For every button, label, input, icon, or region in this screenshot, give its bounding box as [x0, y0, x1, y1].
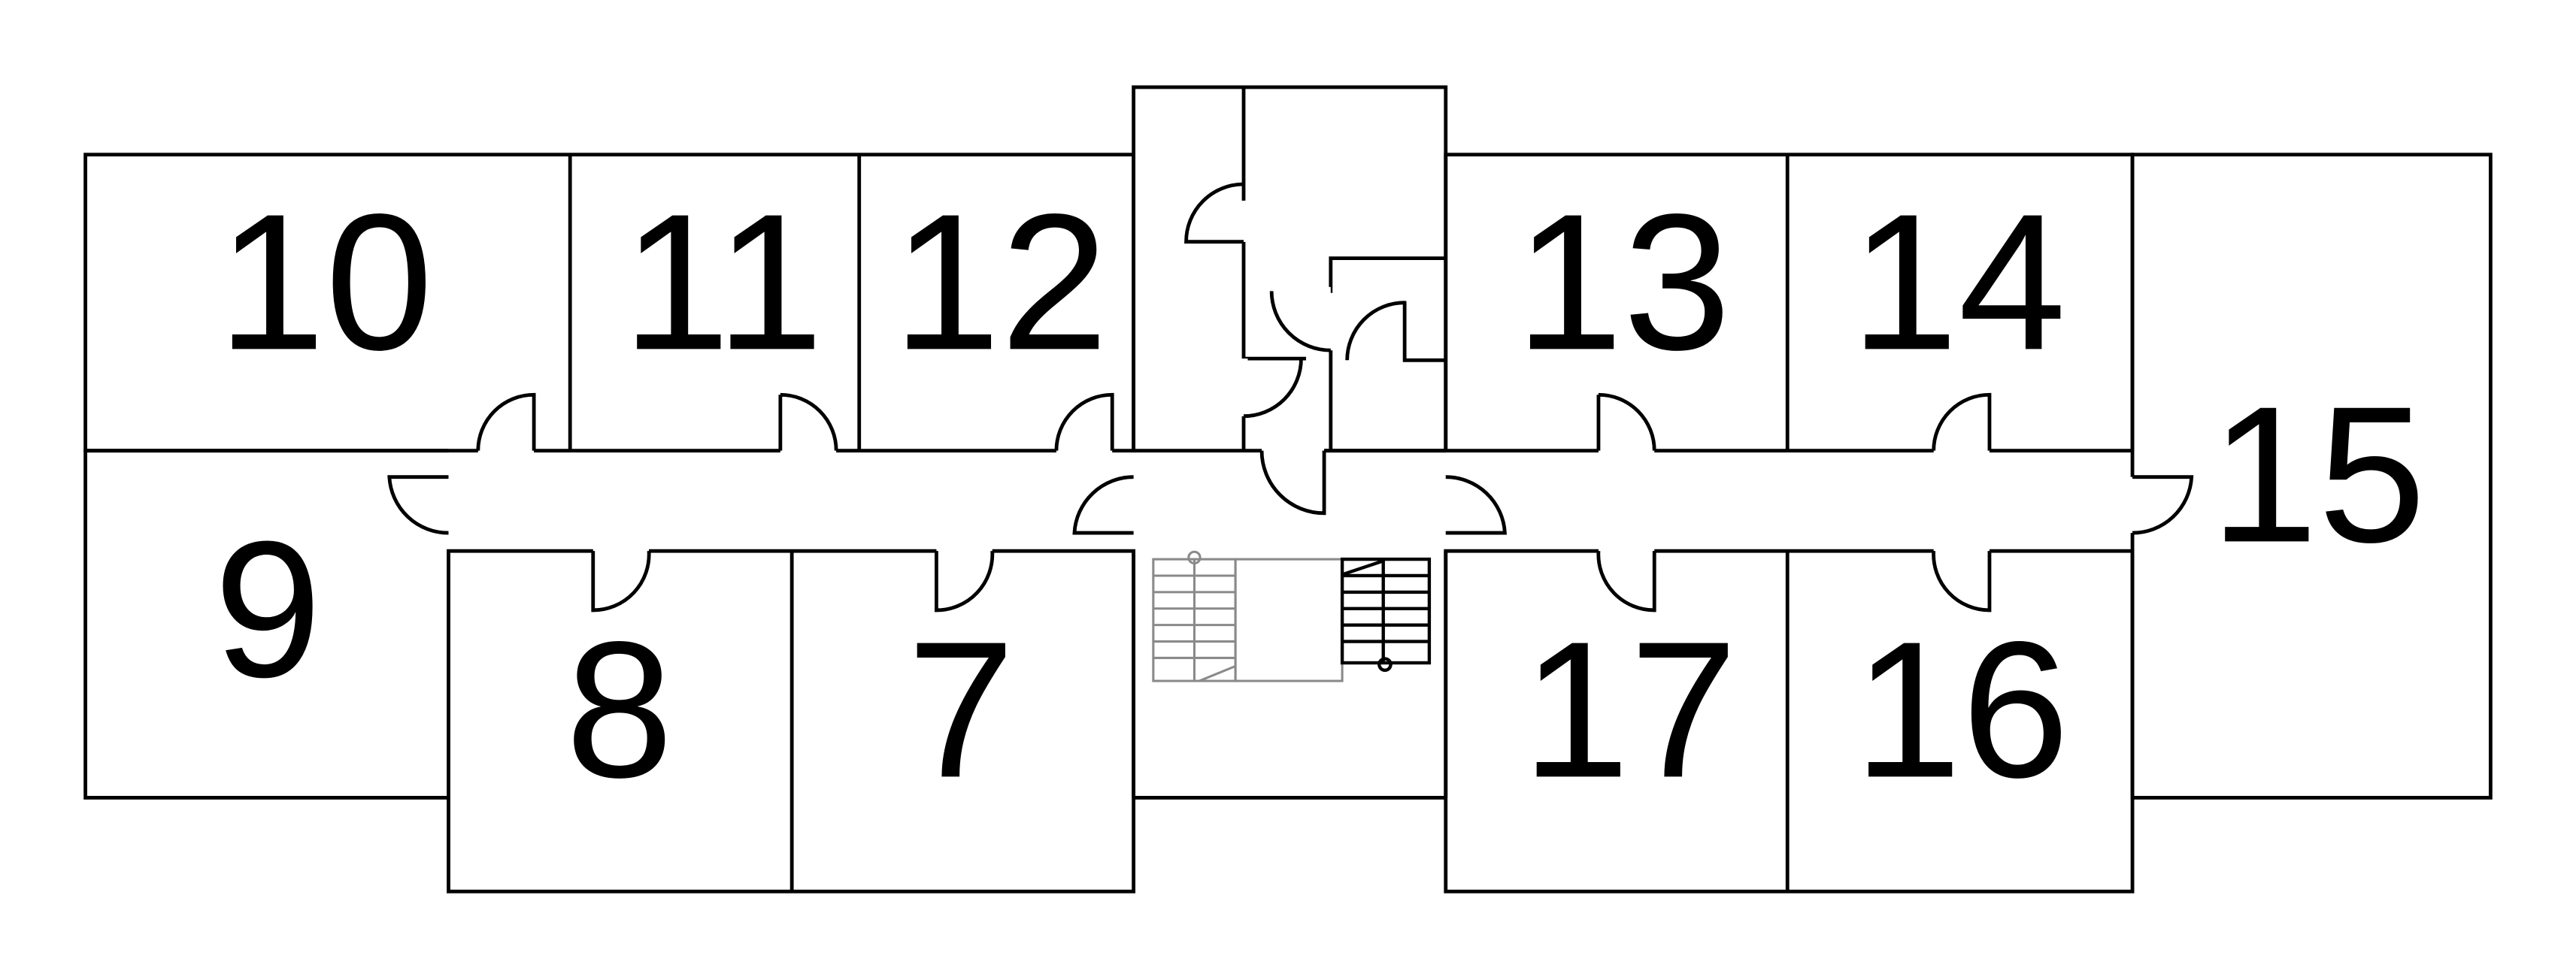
door-room-9	[387, 475, 449, 535]
door-room-14	[1932, 392, 1992, 451]
door-room-15	[2132, 475, 2194, 535]
room-17-label: 17	[1522, 600, 1738, 818]
door-room-13	[1596, 392, 1656, 451]
door-room-12	[1054, 392, 1114, 451]
room-11-label: 11	[623, 173, 824, 390]
room-13-label: 13	[1515, 173, 1731, 390]
door-core-east	[1445, 475, 1507, 535]
door-room-16	[1932, 551, 1992, 613]
room-12-label: 12	[893, 173, 1108, 390]
door-room-17	[1596, 551, 1656, 613]
door-core-4	[1345, 301, 1405, 361]
door-core-3	[1269, 291, 1331, 352]
room-labels: 10 11 12 13 14 15 9 8 7 17 16	[214, 173, 2426, 818]
doors	[387, 182, 2194, 613]
room-15-label: 15	[2211, 365, 2426, 582]
door-room-8	[591, 551, 651, 613]
door-room-11	[778, 392, 838, 451]
door-room-7	[935, 551, 995, 613]
door-core-2	[1244, 358, 1303, 419]
door-core-north	[1259, 450, 1326, 516]
room-10-label: 10	[217, 173, 433, 390]
room-16-label: 16	[1853, 600, 2069, 818]
door-core-1	[1184, 182, 1244, 244]
room-7-label: 7	[907, 600, 1014, 818]
door-room-10	[476, 392, 536, 451]
room-9-label: 9	[214, 501, 321, 718]
room-14-label: 14	[1850, 173, 2066, 390]
staircase	[1152, 550, 1432, 682]
room-8-label: 8	[565, 600, 673, 818]
door-core-west	[1072, 475, 1134, 535]
